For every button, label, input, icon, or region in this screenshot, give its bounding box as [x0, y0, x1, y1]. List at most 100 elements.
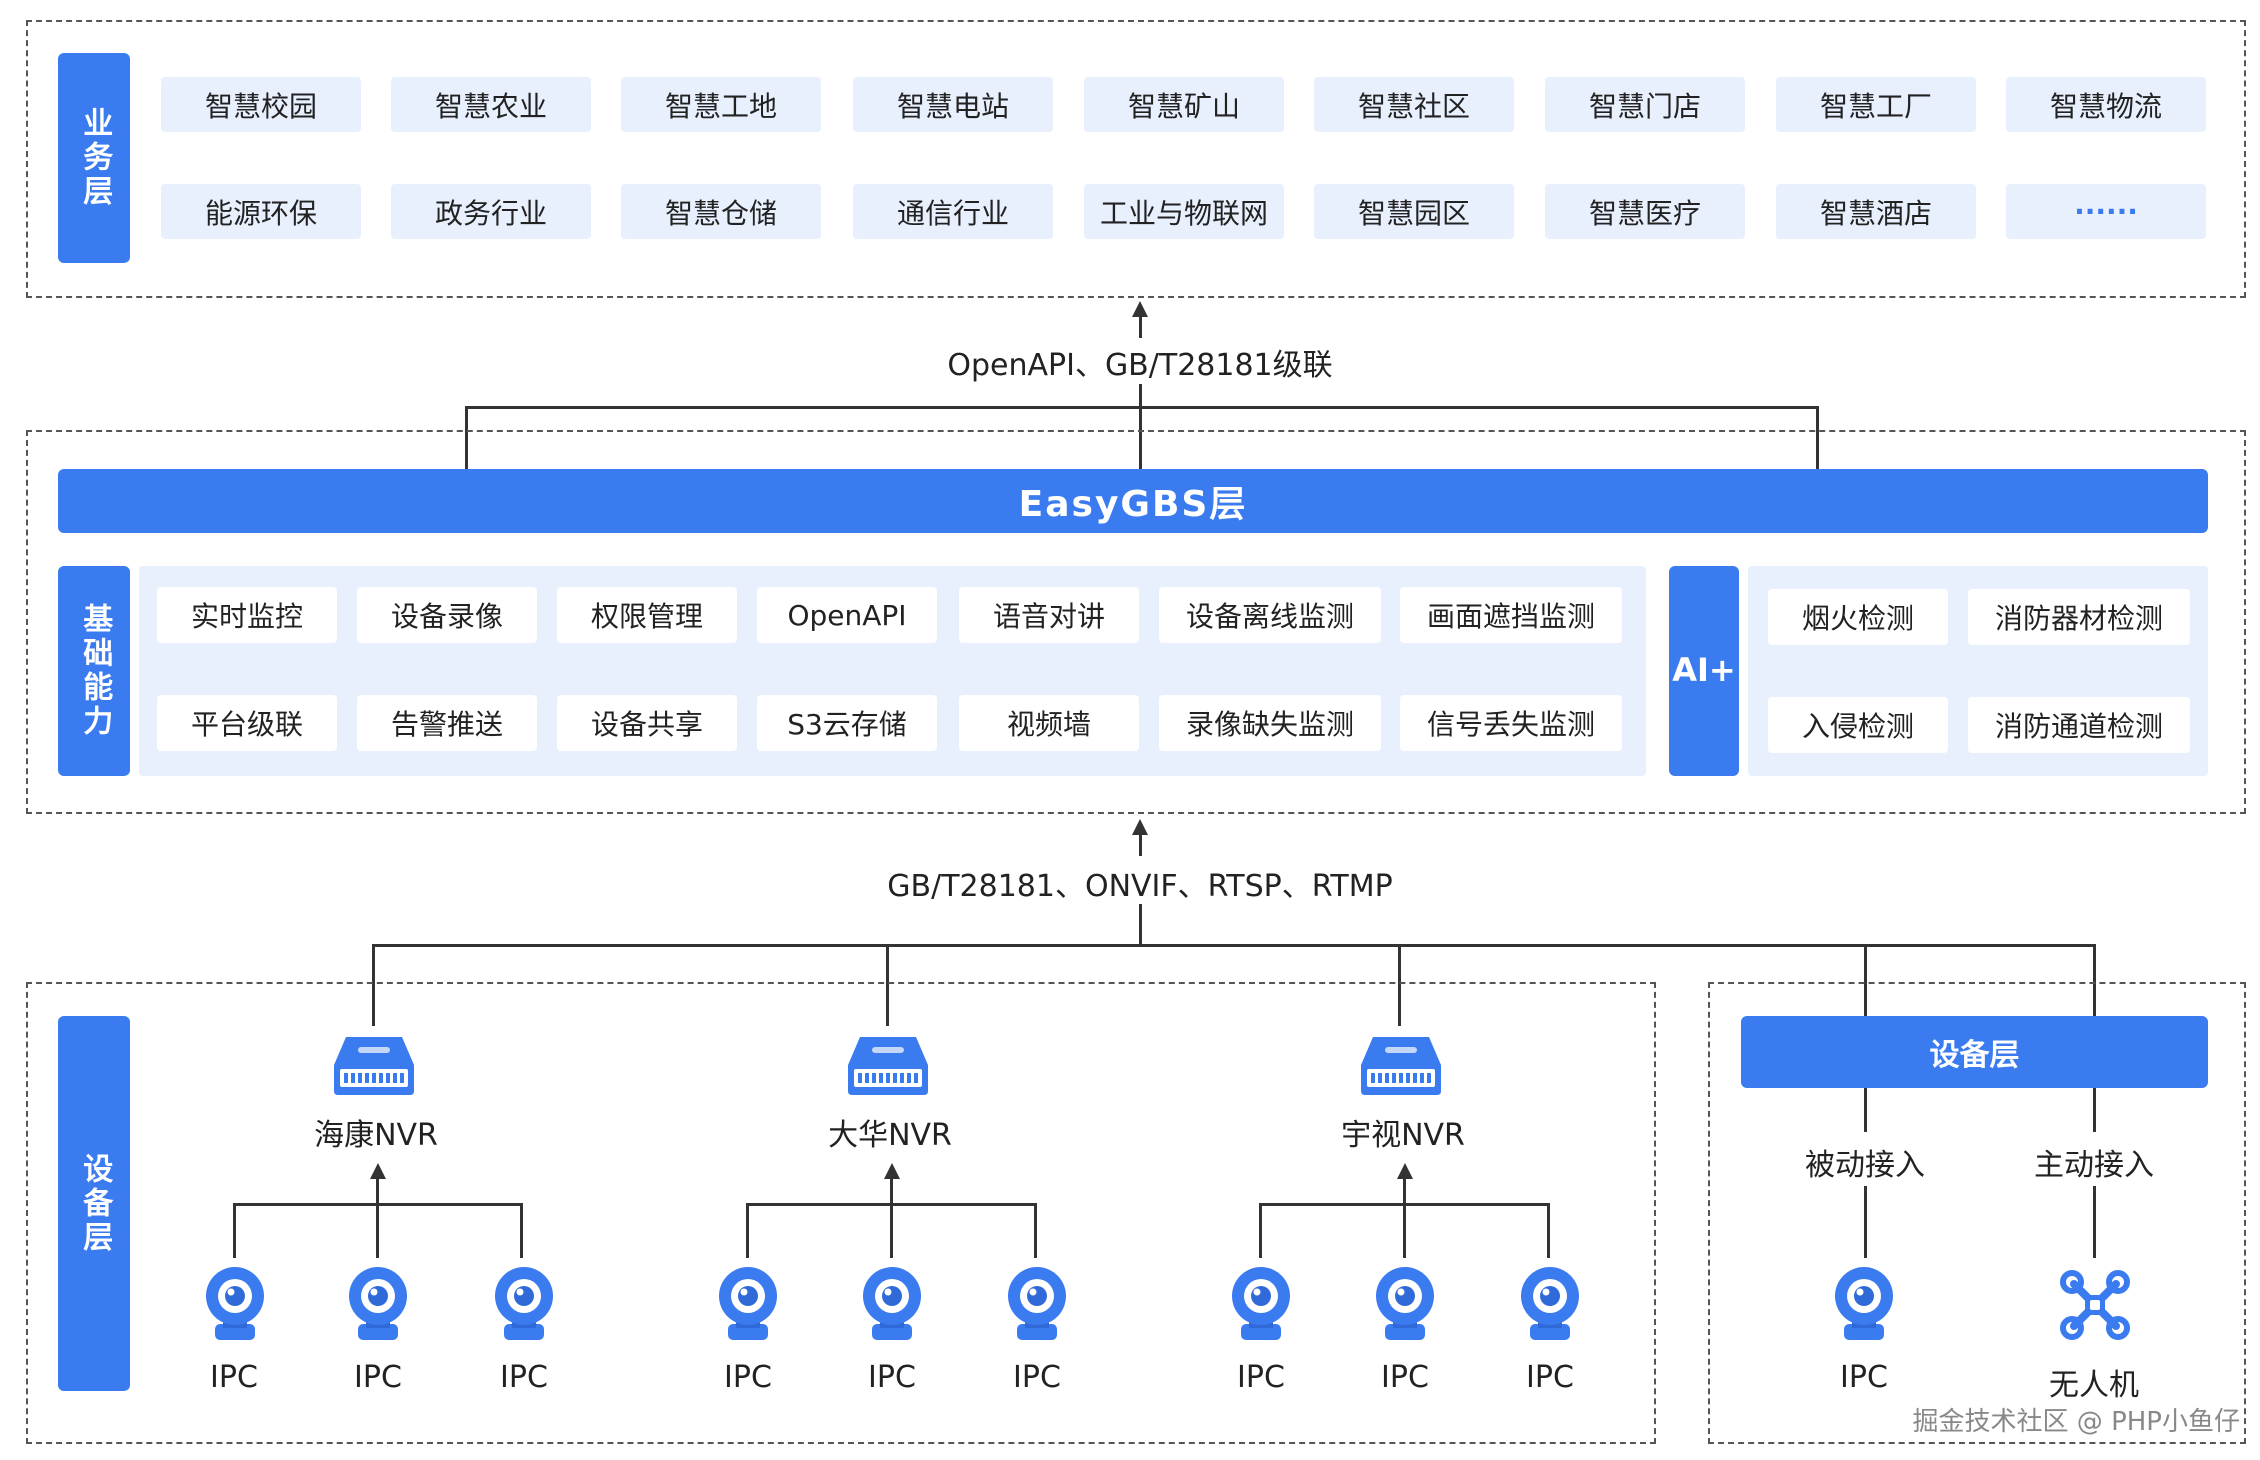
ipc-label: IPC	[1381, 1360, 1429, 1395]
capability-chip: 平台级联	[157, 695, 337, 751]
business-chip: 智慧农业	[391, 77, 591, 132]
connector-line	[1259, 1203, 1550, 1206]
ipc-label: IPC	[868, 1360, 916, 1395]
business-layer-label: 业务层	[58, 53, 130, 263]
watermark: 掘金技术社区 @ PHP小鱼仔	[1912, 1407, 2240, 1437]
business-chip: 智慧矿山	[1084, 77, 1284, 132]
nvr-icon	[1361, 1037, 1441, 1095]
business-chip: 智慧酒店	[1776, 184, 1976, 239]
nvr-icon	[848, 1037, 928, 1095]
connector-line	[1547, 1203, 1550, 1258]
business-chip-more: ······	[2006, 184, 2206, 239]
passive-access-label: 被动接入	[1805, 1148, 1925, 1183]
camera-icon	[349, 1267, 407, 1340]
connector-line	[1259, 1203, 1262, 1258]
connector-line	[2093, 944, 2096, 1016]
active-access-label: 主动接入	[2034, 1148, 2154, 1183]
ipc-label: IPC	[1237, 1360, 1285, 1395]
capability-chip: 设备离线监测	[1159, 587, 1381, 643]
connector-line	[1398, 944, 1401, 1026]
capability-chip: 信号丢失监测	[1400, 695, 1622, 751]
connector-line	[746, 1203, 1037, 1206]
connector-line	[1864, 1186, 1867, 1258]
arrow-up-icon	[370, 1163, 386, 1179]
camera-icon	[1521, 1267, 1579, 1340]
connector-line	[372, 944, 2096, 947]
capability-chip: 语音对讲	[959, 587, 1139, 643]
arrow-up-icon	[884, 1163, 900, 1179]
drone-icon	[2060, 1270, 2130, 1340]
camera-icon	[495, 1267, 553, 1340]
connector-line	[1139, 384, 1142, 469]
business-layer-box	[26, 20, 2246, 298]
drone-label: 无人机	[2049, 1368, 2139, 1403]
easygbs-title-bar: EasyGBS层	[58, 469, 2208, 533]
ai-chip: 消防器材检测	[1968, 589, 2190, 645]
business-chip: 政务行业	[391, 184, 591, 239]
connector-line	[376, 1178, 379, 1258]
ipc-label: IPC	[1013, 1360, 1061, 1395]
ipc-label: IPC	[354, 1360, 402, 1395]
connector-line	[465, 406, 1819, 409]
business-chip: 工业与物联网	[1084, 184, 1284, 239]
connector-line	[886, 944, 889, 1026]
connector-line	[1139, 316, 1142, 338]
connector-line	[1139, 904, 1142, 946]
connector-line	[2093, 1186, 2096, 1258]
business-chip: 智慧仓储	[621, 184, 821, 239]
ai-chip: 烟火检测	[1768, 589, 1948, 645]
arrow-up-icon	[1132, 301, 1148, 317]
connector-line	[233, 1203, 236, 1258]
capability-chip: 权限管理	[557, 587, 737, 643]
connector-line	[1864, 944, 1867, 1016]
upper-protocol-label: OpenAPI、GB/T28181级联	[947, 348, 1333, 383]
connector-line	[1403, 1178, 1406, 1258]
business-chip: 智慧社区	[1314, 77, 1514, 132]
connector-line	[233, 1203, 523, 1206]
camera-icon	[1835, 1267, 1893, 1340]
device-layer-label: 设备层	[58, 1016, 130, 1391]
ai-chip: 入侵检测	[1768, 697, 1948, 753]
business-chip: 通信行业	[853, 184, 1053, 239]
business-chip: 智慧园区	[1314, 184, 1514, 239]
device-layer-right-title: 设备层	[1741, 1016, 2208, 1088]
arrow-up-icon	[1132, 819, 1148, 835]
business-chip: 智慧工厂	[1776, 77, 1976, 132]
connector-line	[1816, 406, 1819, 469]
business-chip: 智慧校园	[161, 77, 361, 132]
capability-chip: 设备共享	[557, 695, 737, 751]
capability-chip: 实时监控	[157, 587, 337, 643]
connector-line	[2093, 1088, 2096, 1132]
connector-line	[372, 944, 375, 1026]
capability-chip: 录像缺失监测	[1159, 695, 1381, 751]
easygbs-layer-box	[26, 430, 2246, 814]
connector-line	[520, 1203, 523, 1258]
capability-chip: 视频墙	[959, 695, 1139, 751]
ipc-label: IPC	[1840, 1360, 1888, 1395]
camera-icon	[719, 1267, 777, 1340]
camera-icon	[863, 1267, 921, 1340]
business-chip: 能源环保	[161, 184, 361, 239]
nvr-label: 大华NVR	[828, 1118, 952, 1153]
connector-line	[890, 1178, 893, 1258]
arrow-up-icon	[1397, 1163, 1413, 1179]
nvr-icon	[334, 1037, 414, 1095]
connector-line	[1034, 1203, 1037, 1258]
ipc-label: IPC	[1526, 1360, 1574, 1395]
connector-line	[1864, 1088, 1867, 1132]
nvr-label: 宇视NVR	[1341, 1118, 1465, 1153]
business-chip: 智慧物流	[2006, 77, 2206, 132]
device-layer-right-box	[1708, 982, 2246, 1444]
ai-label: AI+	[1669, 566, 1739, 776]
camera-icon	[206, 1267, 264, 1340]
connector-line	[465, 406, 468, 469]
lower-protocol-label: GB/T28181、ONVIF、RTSP、RTMP	[887, 869, 1393, 904]
camera-icon	[1376, 1267, 1434, 1340]
connector-line	[1139, 834, 1142, 856]
device-layer-box	[26, 982, 1656, 1444]
nvr-label: 海康NVR	[314, 1118, 438, 1153]
business-chip: 智慧医疗	[1545, 184, 1745, 239]
ai-chip: 消防通道检测	[1968, 697, 2190, 753]
connector-line	[746, 1203, 749, 1258]
capability-chip: 告警推送	[357, 695, 537, 751]
